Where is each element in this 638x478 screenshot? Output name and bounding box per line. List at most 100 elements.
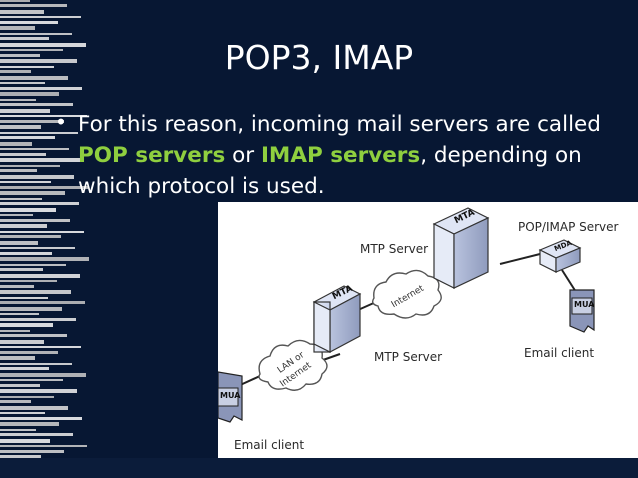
edge-stripe <box>0 33 72 35</box>
mta-top-server <box>432 207 490 289</box>
bullet-text-or: or <box>225 143 261 168</box>
edge-stripe <box>0 169 37 172</box>
edge-stripe <box>0 280 57 282</box>
edge-stripe <box>0 351 58 354</box>
edge-stripe <box>0 92 59 96</box>
edge-stripe <box>0 158 83 162</box>
edge-stripe <box>0 21 58 24</box>
edge-stripe <box>0 379 63 381</box>
edge-stripe <box>0 241 38 245</box>
highlight-imap-servers: IMAP servers <box>260 143 421 168</box>
edge-stripe <box>0 37 49 40</box>
edge-stripe <box>0 148 69 150</box>
edge-stripe <box>0 363 72 365</box>
edge-stripe <box>0 422 59 426</box>
edge-stripe <box>0 224 47 228</box>
edge-stripe <box>0 136 55 139</box>
edge-stripe <box>0 99 36 101</box>
edge-stripe <box>0 76 68 80</box>
mtp-server-bottom-label: MTP Server <box>374 350 443 364</box>
edge-stripe <box>0 16 81 18</box>
edge-stripe <box>0 175 74 179</box>
edge-stripe <box>0 412 45 414</box>
edge-stripe <box>0 367 49 370</box>
mua-right-client <box>569 289 595 333</box>
edge-stripe <box>0 4 67 7</box>
edge-stripe <box>0 109 50 113</box>
edge-stripe <box>0 49 63 51</box>
diagram-graphics <box>218 207 595 423</box>
edge-stripe <box>0 373 86 377</box>
edge-stripe <box>0 264 66 266</box>
edge-stripe <box>0 103 73 106</box>
edge-stripe <box>0 43 86 47</box>
edge-stripe <box>0 274 80 278</box>
edge-stripe <box>0 208 56 212</box>
internet-cloud-shape <box>371 269 442 319</box>
mua-right-label: MUA <box>574 300 595 309</box>
edge-stripe <box>0 82 45 84</box>
edge-stripe <box>0 340 44 344</box>
mail-network-diagram: MTA MTA MDA MUA MUA Internet LAN or Inte… <box>218 202 638 458</box>
edge-stripe <box>0 66 54 68</box>
edge-stripe <box>0 307 62 311</box>
bullet-text: For this reason, incoming mail servers a… <box>78 109 638 202</box>
edge-stripe <box>0 10 44 14</box>
edge-stripe <box>0 153 46 156</box>
bottom-band <box>0 458 638 478</box>
edge-stripe <box>0 429 36 431</box>
edge-stripe <box>0 290 71 294</box>
slide-title: POP3, IMAP <box>224 38 414 77</box>
edge-stripe <box>0 297 48 299</box>
edge-stripe <box>0 406 68 410</box>
edge-stripe <box>0 268 43 271</box>
edge-stripe <box>0 285 34 288</box>
mtp-server-top-label: MTP Server <box>360 242 429 256</box>
edge-stripe <box>0 186 88 189</box>
edge-stripe <box>0 181 51 183</box>
edge-stripe <box>0 318 76 321</box>
edge-stripe <box>0 334 67 337</box>
edge-stripe <box>0 142 32 146</box>
edge-stripe <box>0 214 33 216</box>
edge-stripe <box>0 235 61 238</box>
edge-stripe <box>0 87 82 90</box>
email-client-left-label: Email client <box>234 438 305 452</box>
edge-stripe <box>0 54 40 57</box>
edge-stripe <box>0 26 35 30</box>
edge-stripe <box>0 247 75 249</box>
edge-stripe <box>0 417 82 420</box>
mua-left-client <box>218 371 243 423</box>
bullet-marker: • <box>55 110 67 134</box>
edge-stripe <box>0 231 84 233</box>
mta-middle-server <box>312 285 362 353</box>
edge-stripe <box>0 219 70 222</box>
edge-stripe <box>0 389 77 393</box>
edge-stripe <box>0 445 87 447</box>
pop-imap-server <box>538 239 582 273</box>
edge-stripe <box>0 356 35 360</box>
edge-stripe <box>0 70 31 73</box>
edge-stripe <box>0 313 39 315</box>
highlight-pop-servers: POP servers <box>78 143 226 168</box>
edge-stripe <box>0 191 65 195</box>
bullet-text-before: For this reason, incoming mail servers a… <box>78 112 601 137</box>
edge-stripe <box>0 439 50 443</box>
edge-stripe <box>0 433 73 436</box>
edge-stripe <box>0 125 41 129</box>
edge-stripe <box>0 59 77 63</box>
edge-stripe <box>0 384 40 387</box>
edge-stripe <box>0 115 87 117</box>
edge-stripe <box>0 396 54 398</box>
edge-stripe <box>0 346 81 348</box>
email-client-right-label: Email client <box>524 346 595 360</box>
edge-stripe <box>0 257 89 261</box>
lan-cloud-shape <box>258 339 328 391</box>
edge-stripe <box>0 252 52 255</box>
edge-stripe <box>0 198 42 200</box>
edge-stripe <box>0 450 64 453</box>
edge-stripe <box>0 455 41 459</box>
edge-stripe <box>0 301 85 304</box>
edge-stripe <box>0 0 30 2</box>
